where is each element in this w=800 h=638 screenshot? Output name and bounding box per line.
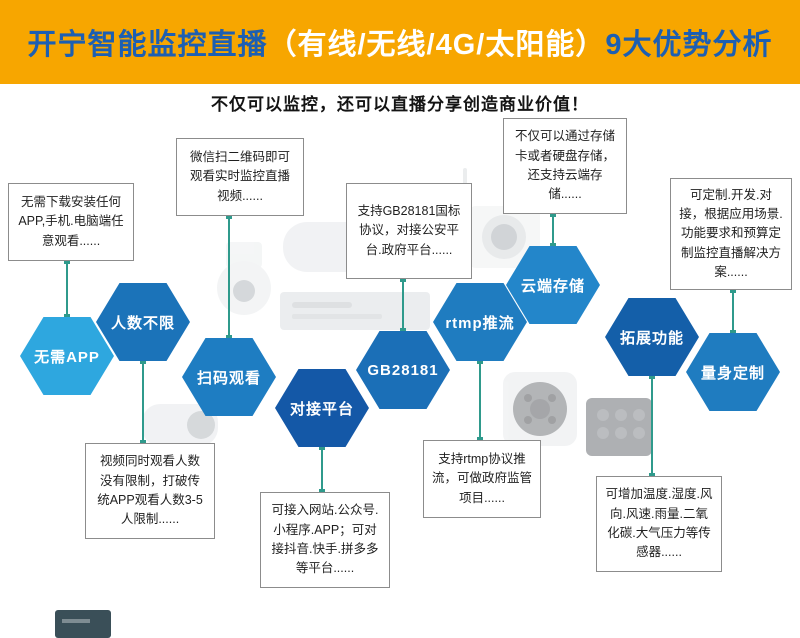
hexagon-label: 量身定制 <box>700 364 765 382</box>
connector-line-unlimited-viewers <box>140 358 146 446</box>
callout-rtmp-note: 支持rtmp协议推流，可做政府监管项目...... <box>423 440 541 518</box>
connector-line-rtmp <box>477 358 483 443</box>
bottom-left-thumbnail <box>55 610 111 638</box>
connector-line-platform <box>319 444 325 495</box>
connector-line-customization <box>730 287 736 336</box>
hexagon-cloud-storage: 云端存储 <box>506 246 600 324</box>
hexagon-label: 云端存储 <box>520 277 585 295</box>
connector-line-extended-features <box>649 373 655 479</box>
callout-extended-features-note: 可增加温度.湿度.风向.风速.雨量.二氧化碳.大气压力等传感器...... <box>596 476 722 572</box>
hexagon-label: rtmp推流 <box>445 314 515 332</box>
callout-customization-note: 可定制.开发.对接，根据应用场景.功能要求和预算定制监控直播解决方案...... <box>670 178 792 290</box>
connector-line-no-app <box>64 258 70 320</box>
hexagon-label: GB28181 <box>367 361 439 379</box>
hexagon-label: 对接平台 <box>289 400 354 418</box>
hexagon-customization: 量身定制 <box>686 333 780 411</box>
callout-unlimited-viewers-note: 视频同时观看人数没有限制，打破传统APP观看人数3-5人限制...... <box>85 443 215 539</box>
hexagon-extended-features: 拓展功能 <box>605 298 699 376</box>
callout-cloud-storage-note: 不仅可以通过存储卡或者硬盘存储，还支持云端存储...... <box>503 118 627 214</box>
title-part-2: （有线/无线/4G/太阳能） <box>267 29 606 61</box>
callout-gb28181-note: 支持GB28181国标协议，对接公安平台.政府平台...... <box>346 183 472 279</box>
callout-scan-qr-note: 微信扫二维码即可观看实时监控直播视频...... <box>176 138 304 216</box>
title-part-1: 开宁智能监控直播 <box>27 29 268 61</box>
page-title: 开宁智能监控直播（有线/无线/4G/太阳能）9大优势分析 <box>27 21 772 63</box>
callout-platform-note: 可接入网站.公众号.小程序.APP；可对接抖音.快手.拼多多等平台...... <box>260 492 390 588</box>
header-banner: 开宁智能监控直播（有线/无线/4G/太阳能）9大优势分析 <box>0 0 800 84</box>
subtitle: 不仅可以监控，还可以直播分享创造商业价值！ <box>211 95 589 114</box>
connector-line-gb28181 <box>400 276 406 334</box>
hexagon-label: 人数不限 <box>110 314 175 332</box>
hexagon-label: 拓展功能 <box>619 329 684 347</box>
callout-no-app-note: 无需下载安装任何APP,手机.电脑端任意观看...... <box>8 183 134 261</box>
title-part-3: 9大优势分析 <box>605 29 773 61</box>
connector-line-cloud-storage <box>550 211 556 249</box>
hexagon-label: 无需APP <box>34 348 100 366</box>
hexagon-label: 扫码观看 <box>196 369 261 387</box>
connector-line-scan-qr <box>226 213 232 341</box>
